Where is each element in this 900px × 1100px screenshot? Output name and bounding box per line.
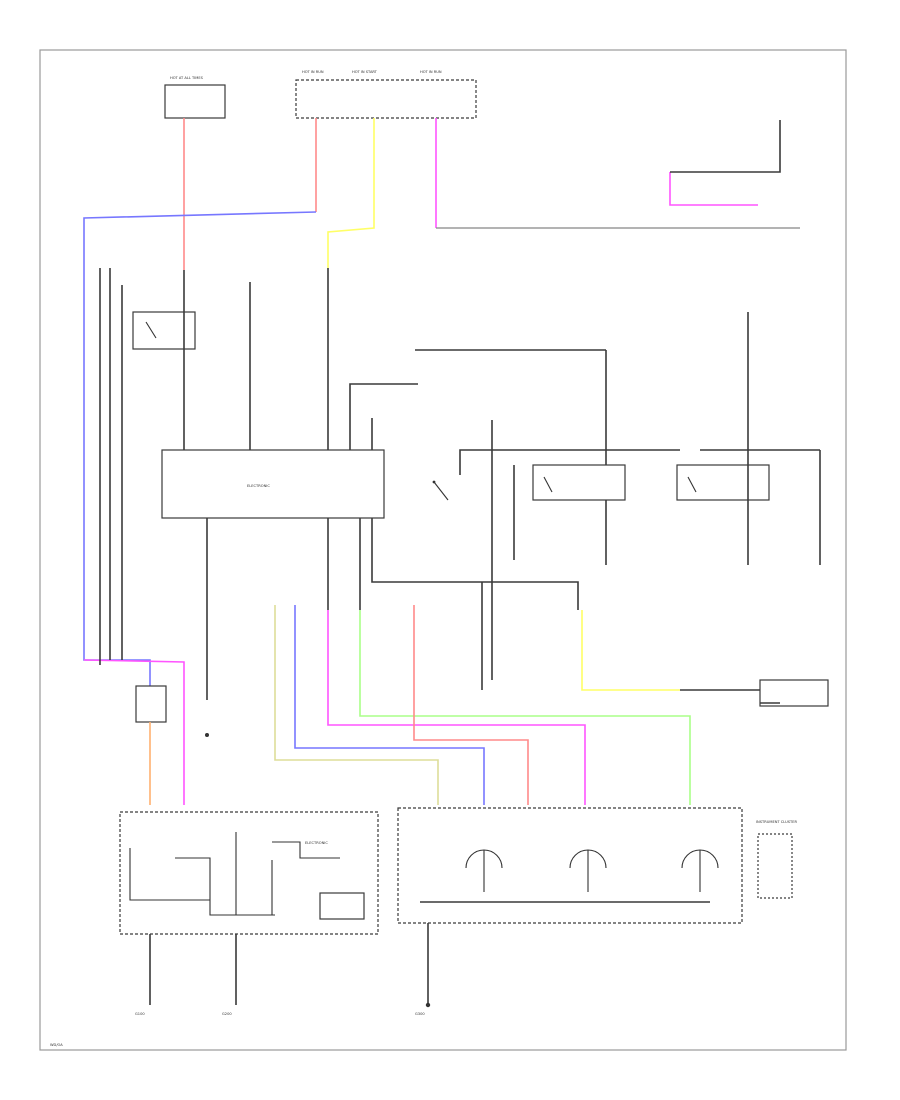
ground-symbol-3: [425, 1002, 431, 1008]
instrument-cluster: INSTRUMENT CLUSTER: [397, 807, 797, 924]
ground-label-3: G300: [415, 1012, 425, 1016]
fuse-label-1: HOT AT ALL TIMES: [170, 76, 204, 80]
fuse-label-3: HOT IN START: [352, 70, 378, 74]
relay-box-right: [676, 464, 770, 501]
wire-red-mid: [413, 605, 529, 805]
connector-left: [135, 685, 167, 723]
wire-pink-mid: [327, 610, 586, 805]
wire-pink-right: [669, 172, 758, 206]
fuse-box-hot-at-all-times: HOT AT ALL TIMES: [164, 76, 226, 119]
electronic-label-top: ELECTRONIC: [247, 484, 270, 488]
ground-label-1: G100: [135, 1012, 145, 1016]
wire-black-right: [670, 120, 781, 173]
fuse-label-2: HOT IN RUN: [302, 70, 324, 74]
switch-center: [433, 481, 449, 501]
ground-symbol-1: [205, 733, 209, 737]
page-code: WD/OA: [50, 1043, 63, 1047]
instrument-cluster-label: INSTRUMENT CLUSTER: [756, 820, 797, 824]
fuse-box-hot-in-run: HOT IN RUN HOT IN START HOT IN RUN: [295, 70, 477, 119]
relay-box-left: [132, 311, 196, 350]
wire-green-long: [359, 610, 691, 805]
wire-tan-mid: [274, 605, 439, 805]
ground-label-2: G200: [222, 1012, 232, 1016]
wire-blue-mid: [294, 605, 485, 805]
electronic-module-top: ELECTRONIC: [161, 449, 385, 519]
wire-pink-left: [83, 659, 185, 805]
electronic-label-bottom: ELECTRONIC: [305, 841, 328, 845]
electronic-module-bottom: ELECTRONIC: [119, 811, 379, 935]
wire-yellow-right: [581, 610, 680, 691]
diagram-frame: [39, 49, 847, 1051]
relay-box-mid: [532, 464, 626, 501]
connector-right: [759, 679, 829, 707]
fuse-label-4: HOT IN RUN: [420, 70, 442, 74]
wire-yellow-top: [327, 118, 375, 268]
